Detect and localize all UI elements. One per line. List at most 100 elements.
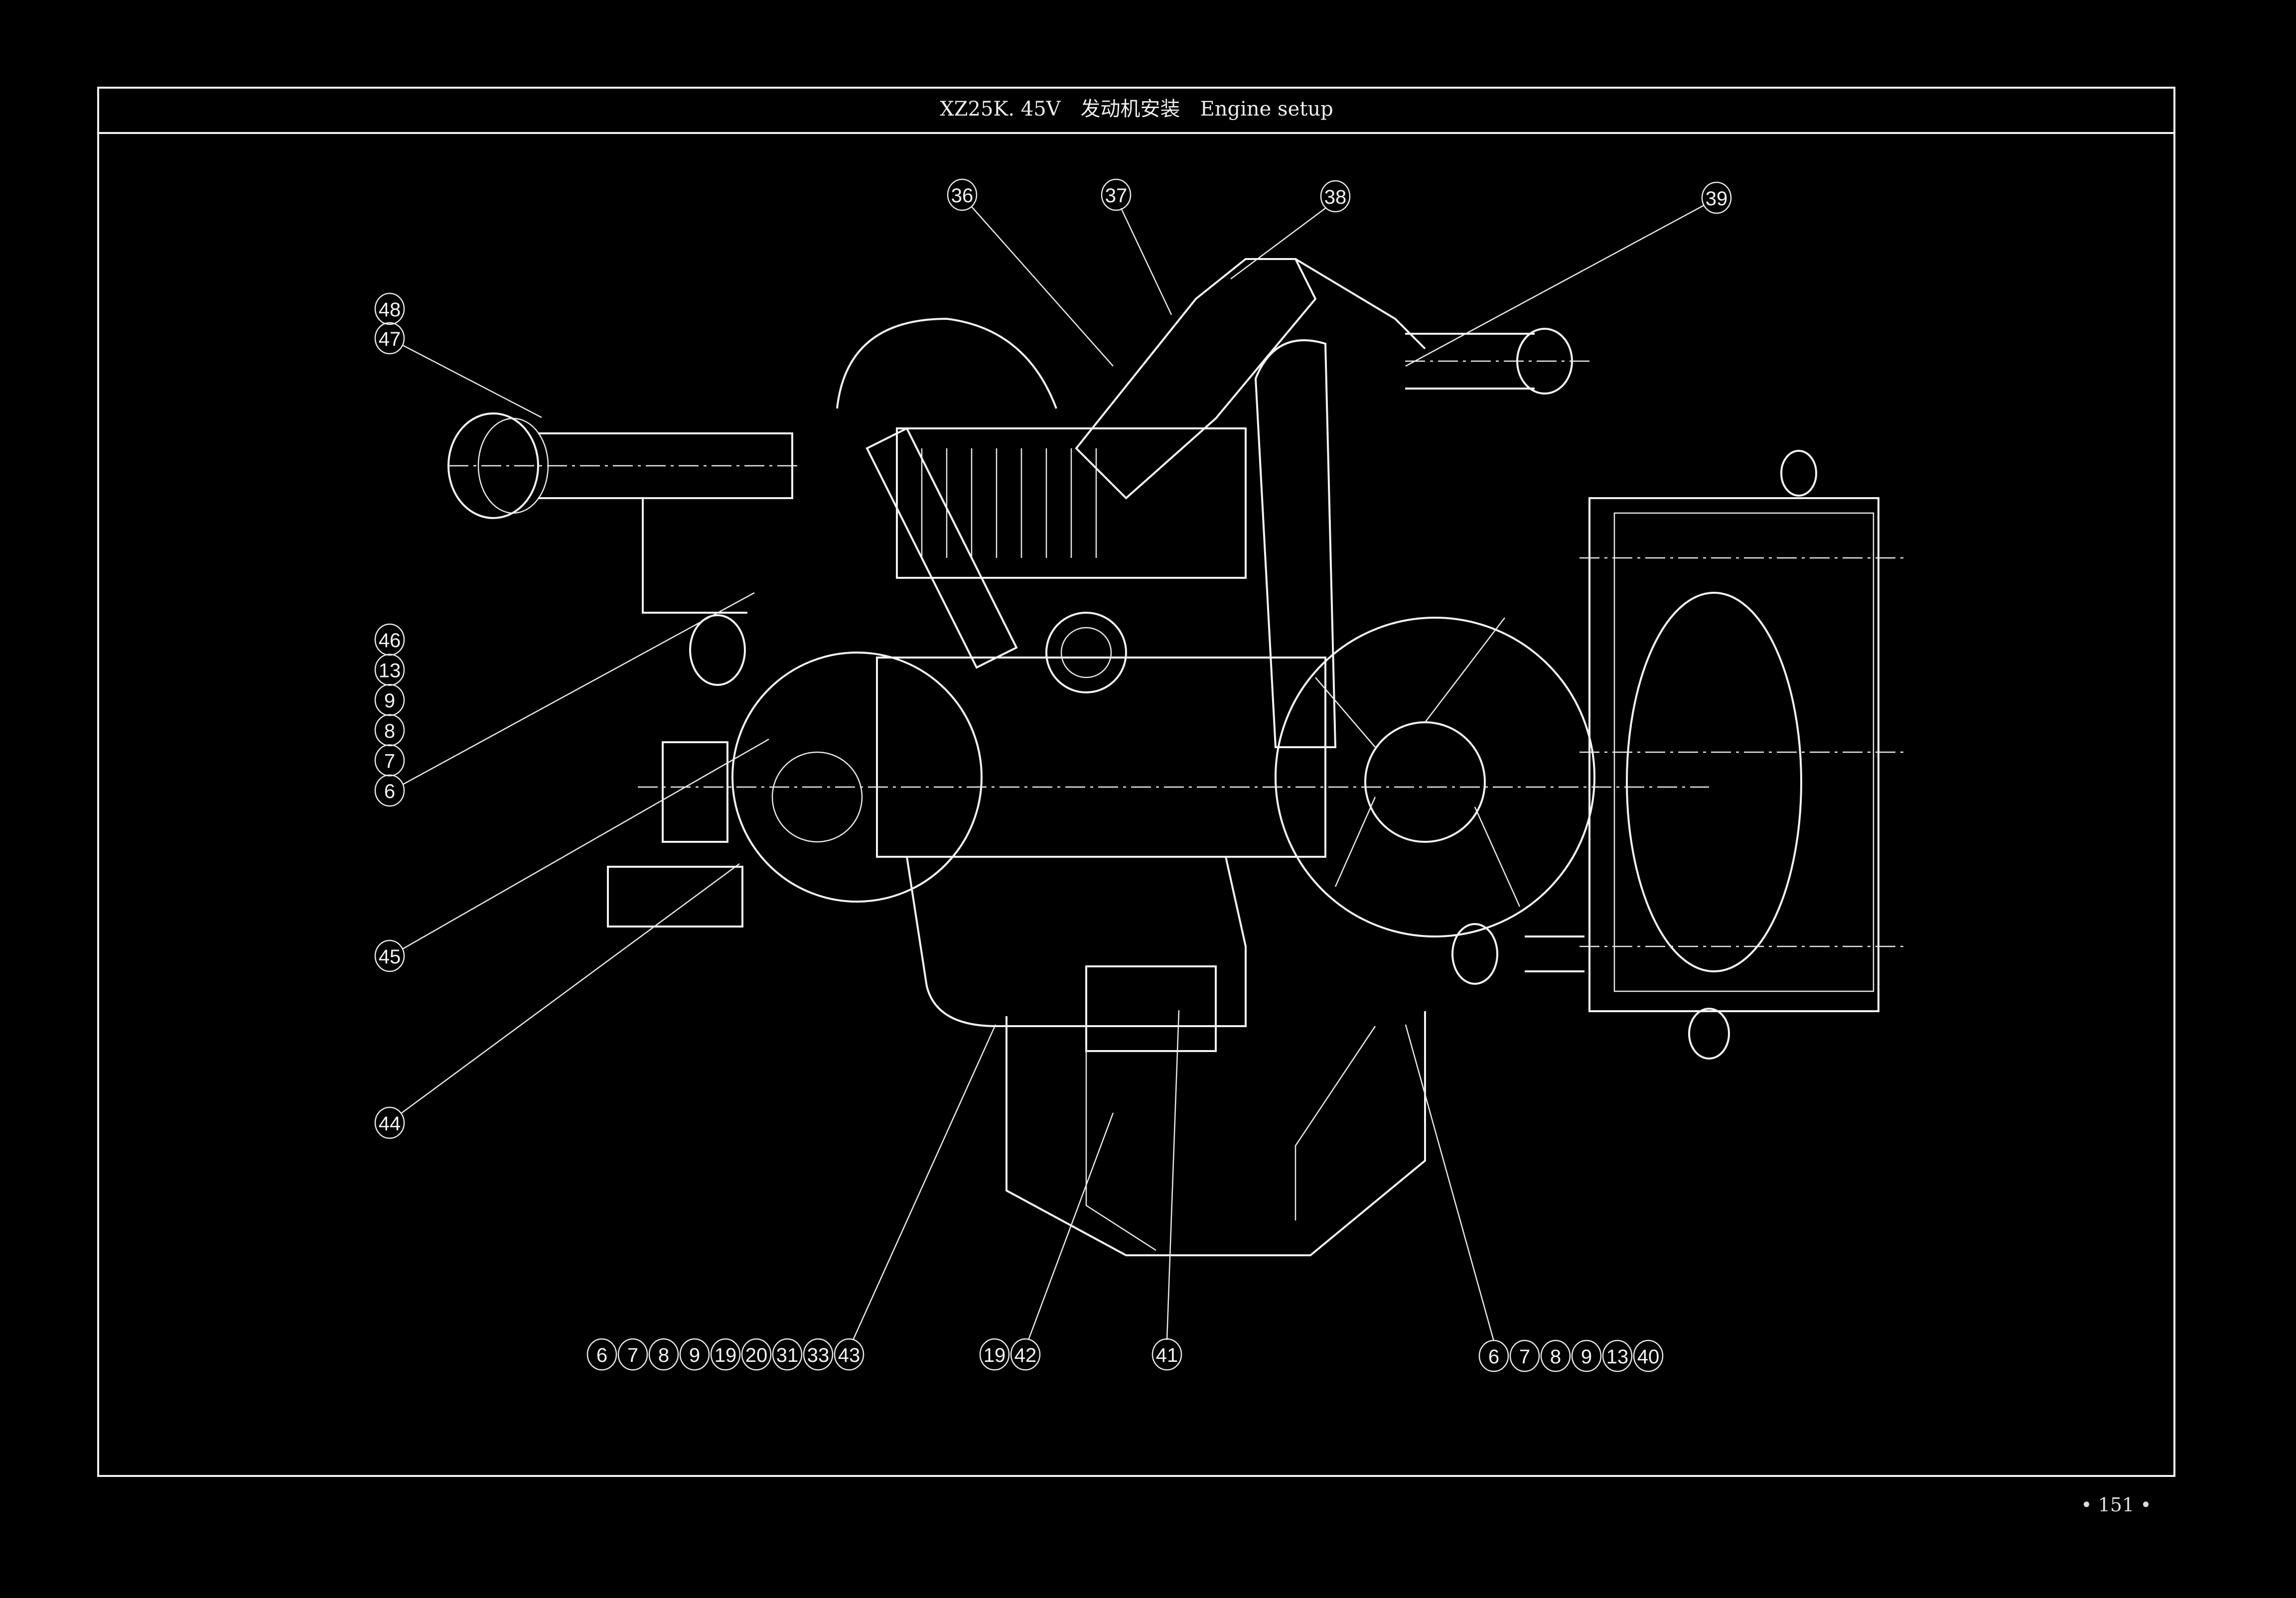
callout-circle — [374, 774, 405, 807]
callout-number: 33 — [807, 1344, 830, 1366]
callout-number: 9 — [689, 1344, 700, 1366]
callout-bubble: 38 — [1320, 180, 1351, 213]
callout-bubble: 13 — [1602, 1339, 1633, 1372]
engine-drawing — [447, 258, 1908, 1256]
callout-number: 20 — [745, 1344, 768, 1366]
callout-bubble: 6 — [586, 1338, 617, 1371]
callout-bubble: 7 — [617, 1338, 648, 1371]
callout-circle — [1101, 178, 1132, 211]
callout-number: 7 — [627, 1344, 638, 1366]
callout-bubble: 31 — [772, 1338, 803, 1371]
callout-bubble: 19 — [979, 1338, 1010, 1371]
callout-circle — [374, 744, 405, 777]
fan-hub — [1364, 721, 1486, 843]
engine-mount-bracket — [1005, 1011, 1426, 1256]
callout-bubble: 8 — [1540, 1339, 1571, 1372]
callout-number: 8 — [1550, 1346, 1561, 1368]
callout-circle — [710, 1338, 741, 1371]
callout-circle — [1509, 1339, 1540, 1372]
overflow-hose — [1780, 450, 1817, 497]
leader-line — [852, 1024, 997, 1340]
callout-bubble: 13 — [374, 654, 405, 686]
callout-circle — [374, 623, 405, 656]
callout-number: 42 — [1014, 1344, 1037, 1366]
sump — [1085, 965, 1217, 1052]
lower-hose-clamp — [1451, 923, 1498, 985]
callout-circle — [1571, 1339, 1602, 1372]
radiator — [1588, 497, 1879, 1012]
leader-lines — [401, 204, 1705, 1341]
callout-bubble: 20 — [741, 1338, 772, 1371]
callout-bubble: 9 — [1571, 1339, 1602, 1372]
callout-number: 8 — [658, 1344, 669, 1366]
leader-line — [1120, 208, 1172, 315]
bracket-edges — [1085, 1026, 1376, 1251]
fan-blades — [1315, 617, 1521, 907]
engine-mount-pad — [662, 741, 728, 843]
turbocharger — [1045, 612, 1127, 693]
charge-air-pipe — [1075, 258, 1317, 500]
vertical-pipe — [1254, 339, 1337, 748]
callout-number: 45 — [379, 946, 401, 968]
cylinder-head — [896, 427, 1247, 579]
leader-line — [1166, 1010, 1180, 1340]
callout-bubble: 6 — [374, 774, 405, 807]
leader-line — [402, 344, 542, 418]
callout-bubble: 8 — [374, 714, 405, 747]
intercooler-pipe — [865, 427, 1018, 669]
callout-circle — [374, 939, 405, 972]
callout-circle — [1701, 181, 1732, 214]
callout-bubble: 46 — [374, 623, 405, 656]
callout-bubble: 47 — [374, 322, 405, 355]
leader-line — [402, 738, 769, 950]
outlet-pipe — [1405, 333, 1535, 390]
callout-circle — [648, 1338, 679, 1371]
callout-bubble: 9 — [374, 683, 405, 716]
callout-circle — [1320, 180, 1351, 213]
lower-radiator-hose — [1525, 935, 1584, 972]
callout-circle — [834, 1338, 864, 1371]
callout-number: 44 — [379, 1113, 401, 1135]
callout-bubble: 6 — [1478, 1339, 1509, 1372]
callout-bubble: 19 — [710, 1338, 741, 1371]
callout-number: 13 — [1606, 1346, 1629, 1368]
callout-number: 7 — [1519, 1346, 1530, 1368]
flywheel-hub — [771, 751, 863, 843]
callout-bubble: 44 — [374, 1106, 405, 1139]
callout-circle — [1010, 1338, 1041, 1371]
callout-circle — [1602, 1339, 1633, 1372]
callout-number: 9 — [384, 690, 395, 712]
callout-circle — [586, 1338, 617, 1371]
leader-line — [402, 592, 755, 786]
callout-bubble: 41 — [1151, 1338, 1182, 1371]
callout-bubble: 37 — [1101, 178, 1132, 211]
callout-bubble: 7 — [374, 744, 405, 777]
pipe-link — [1294, 258, 1426, 350]
radiator-shroud-opening — [1626, 592, 1802, 972]
leader-line — [401, 863, 740, 1114]
callout-circle — [374, 683, 405, 716]
intake-duct — [642, 498, 747, 614]
leader-line — [1405, 204, 1705, 367]
callout-number: 40 — [1637, 1346, 1660, 1368]
callout-circle — [374, 714, 405, 747]
callout-bubble: 48 — [374, 292, 405, 325]
callout-circle — [1540, 1339, 1571, 1372]
leader-line — [971, 206, 1114, 367]
callout-circle — [617, 1338, 648, 1371]
callout-number: 37 — [1105, 185, 1128, 207]
callout-circle — [1151, 1338, 1182, 1371]
callout-number: 48 — [379, 299, 401, 321]
callout-bubble: 7 — [1509, 1339, 1540, 1372]
callout-number: 9 — [1581, 1346, 1592, 1368]
callout-bubble: 43 — [834, 1338, 864, 1371]
callout-number: 13 — [379, 660, 401, 682]
mount-bracket-left — [607, 866, 743, 928]
callout-number: 36 — [951, 185, 974, 207]
drawing-frame — [97, 87, 2175, 1477]
leader-line — [1230, 207, 1326, 280]
drawing-title: XZ25K. 45V 发动机安装 Engine setup — [940, 98, 1333, 121]
callout-number: 19 — [715, 1344, 737, 1366]
callout-number: 39 — [1706, 188, 1728, 210]
callout-number: 6 — [384, 781, 395, 802]
